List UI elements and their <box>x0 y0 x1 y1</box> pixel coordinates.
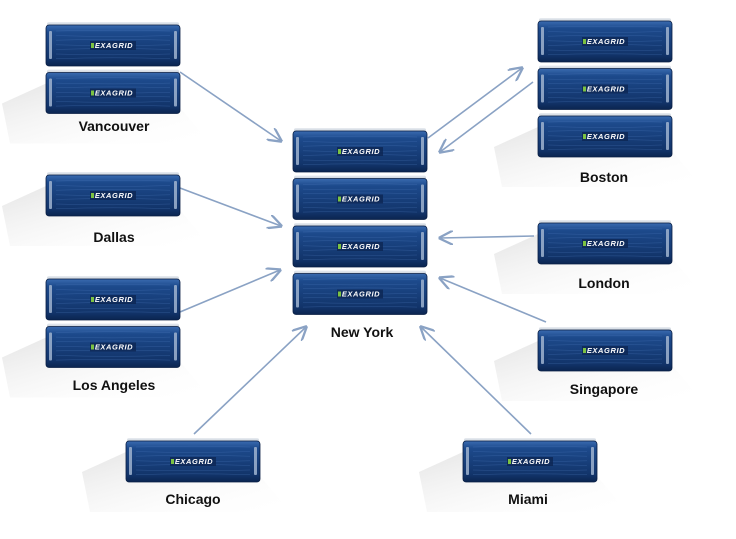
link-dallas-to-hub <box>179 187 281 226</box>
site-label-los-angeles: Los Angeles <box>72 377 156 393</box>
server-unit-vancouver-2: EXAGRID <box>45 69 181 114</box>
links-layer <box>179 68 547 435</box>
server-unit-vancouver-1: EXAGRID <box>45 22 181 67</box>
site-label-singapore: Singapore <box>569 381 639 397</box>
site-label-miami: Miami <box>508 491 548 507</box>
site-label-chicago: Chicago <box>165 491 221 507</box>
exagrid-logo: EXAGRID <box>95 41 133 50</box>
exagrid-logo: EXAGRID <box>342 195 380 204</box>
exagrid-logo: EXAGRID <box>587 346 625 355</box>
exagrid-logo: EXAGRID <box>587 239 625 248</box>
server-unit-los-angeles-2: EXAGRID <box>45 323 181 368</box>
link-boston-to-hub <box>440 81 534 152</box>
server-unit-new-york-4: EXAGRID <box>292 270 428 315</box>
server-unit-new-york-2: EXAGRID <box>292 175 428 220</box>
exagrid-logo: EXAGRID <box>587 132 625 141</box>
link-london-to-hub <box>440 236 535 238</box>
exagrid-logo: EXAGRID <box>342 242 380 251</box>
server-unit-boston-1: EXAGRID <box>537 18 673 63</box>
site-label-london: London <box>578 275 630 291</box>
server-unit-new-york-1: EXAGRID <box>292 128 428 173</box>
exagrid-logo: EXAGRID <box>342 147 380 156</box>
exagrid-logo: EXAGRID <box>95 89 133 98</box>
link-miami-to-hub <box>421 327 532 435</box>
hub-label-new-york: New York <box>330 324 394 340</box>
server-unit-london-1: EXAGRID <box>537 220 673 265</box>
link-hub-to-boston <box>427 68 522 139</box>
server-unit-miami-1: EXAGRID <box>462 438 598 483</box>
exagrid-logo: EXAGRID <box>342 290 380 299</box>
exagrid-logo: EXAGRID <box>95 343 133 352</box>
server-unit-new-york-3: EXAGRID <box>292 223 428 268</box>
server-unit-singapore-1: EXAGRID <box>537 327 673 372</box>
site-label-dallas: Dallas <box>93 229 135 245</box>
site-label-vancouver: Vancouver <box>78 118 150 134</box>
site-label-boston: Boston <box>579 169 629 185</box>
exagrid-logo: EXAGRID <box>512 457 550 466</box>
link-singapore-to-hub <box>440 278 547 323</box>
link-chicago-to-hub <box>193 327 306 435</box>
server-unit-dallas-1: EXAGRID <box>45 172 181 217</box>
server-unit-boston-2: EXAGRID <box>537 65 673 110</box>
exagrid-logo: EXAGRID <box>95 295 133 304</box>
link-vancouver-to-hub <box>179 71 281 141</box>
link-los-angeles-to-hub <box>179 270 280 313</box>
units-layer: EXAGRID EXAGRID EXAGRID EXAGRID EXAGRID EXAGR… <box>45 18 673 483</box>
server-unit-los-angeles-1: EXAGRID <box>45 276 181 321</box>
exagrid-logo: EXAGRID <box>175 457 213 466</box>
exagrid-logo: EXAGRID <box>587 37 625 46</box>
exagrid-logo: EXAGRID <box>95 191 133 200</box>
server-unit-chicago-1: EXAGRID <box>125 438 261 483</box>
exagrid-logo: EXAGRID <box>587 85 625 94</box>
server-unit-boston-3: EXAGRID <box>537 113 673 158</box>
